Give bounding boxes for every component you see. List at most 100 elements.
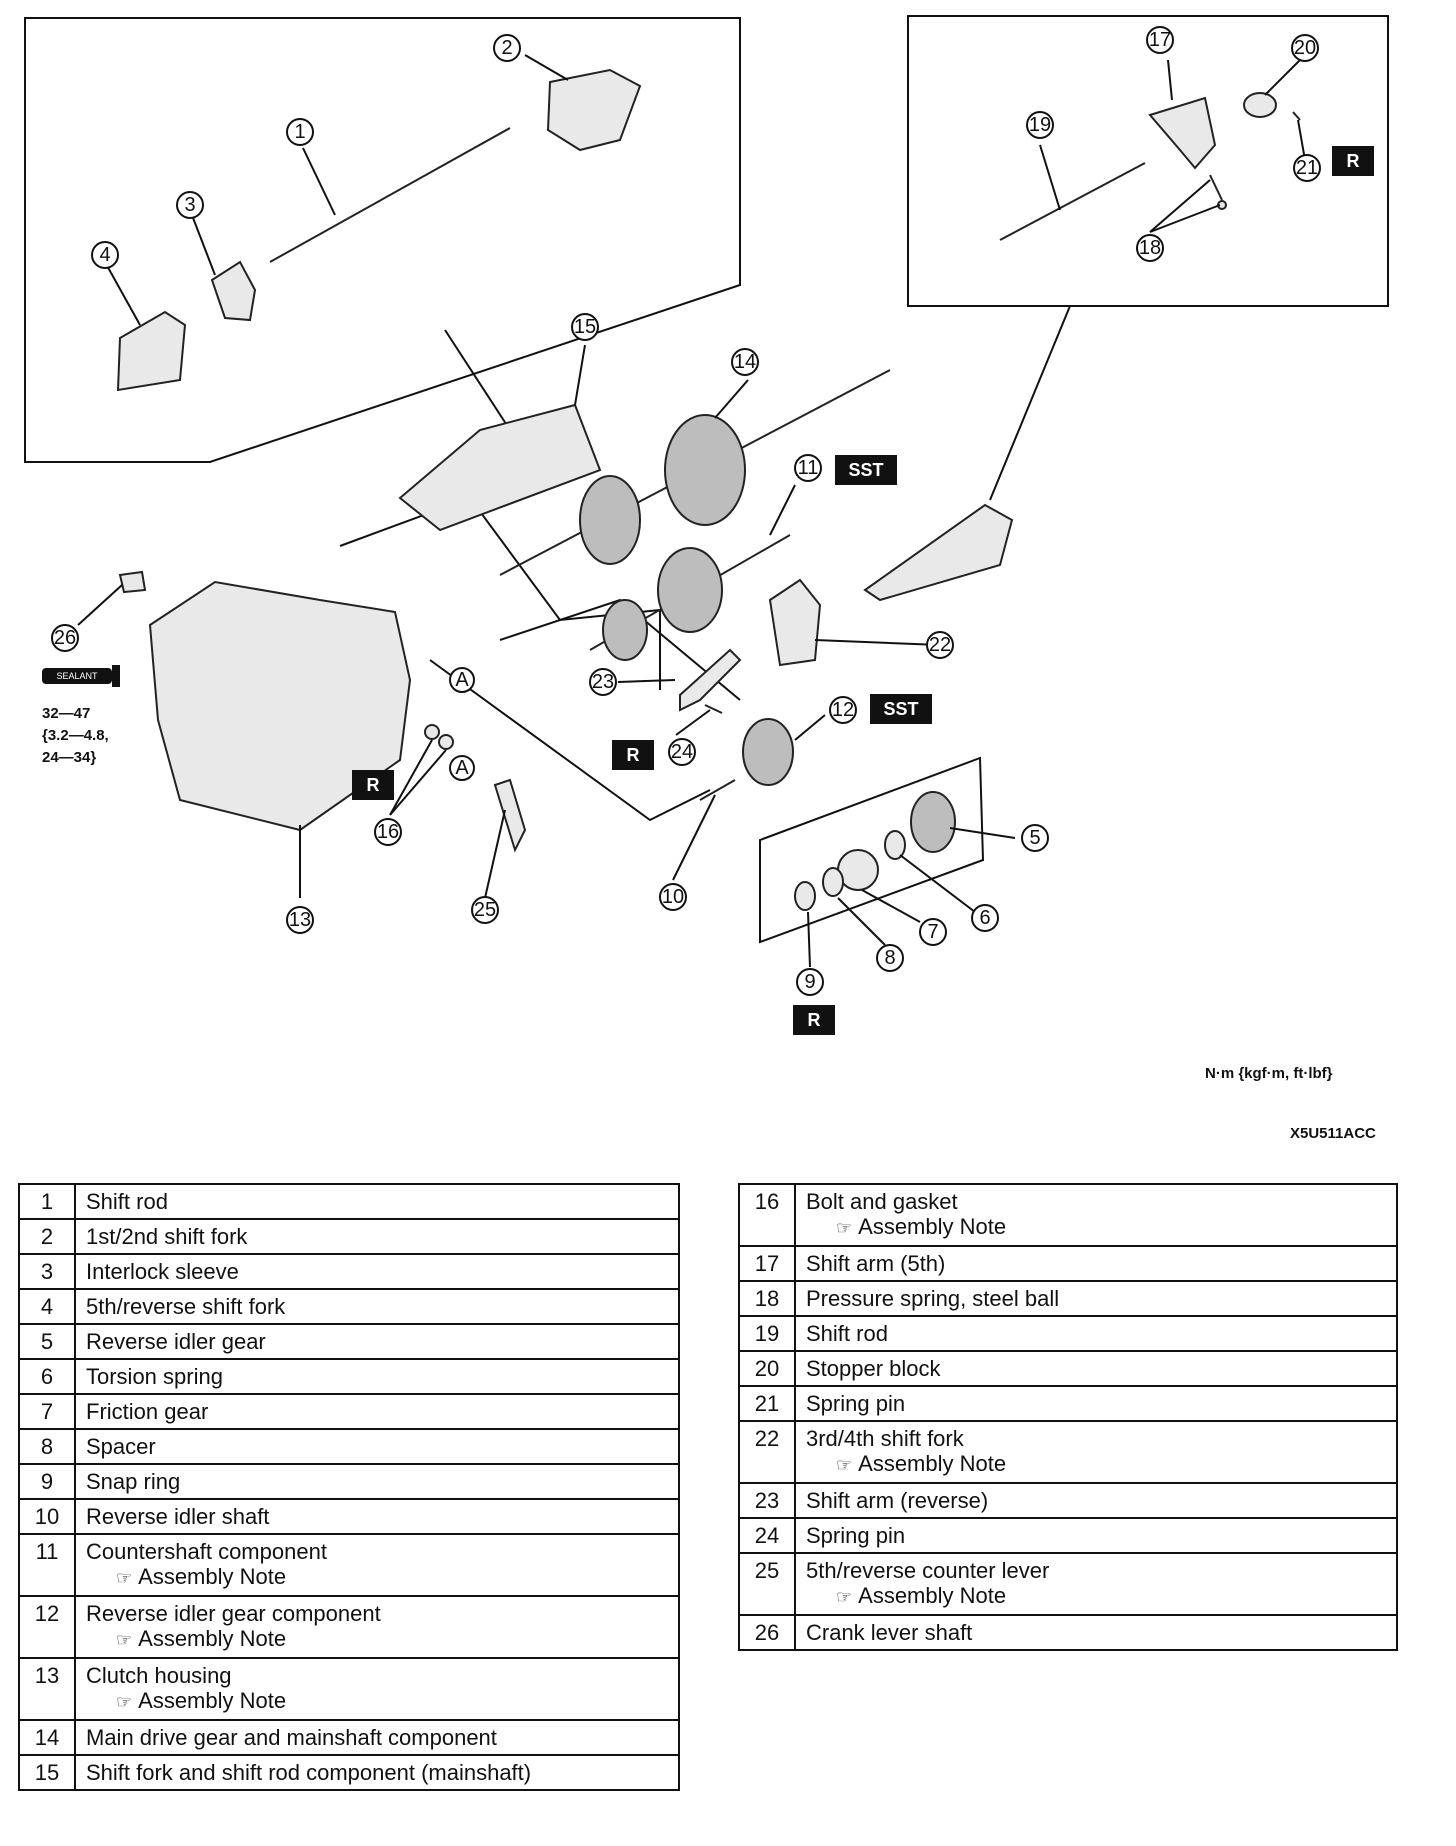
part-description: Shift rod	[86, 1189, 168, 1214]
assembly-note-label: Assembly Note	[858, 1214, 1007, 1239]
svg-text:A: A	[455, 669, 469, 691]
exploded-transmission-diagram: 1 2 3 4 5 6 7 8 9 10 11 12 13 14 15 16 1…	[24, 15, 1389, 1082]
callout-18: 18	[1136, 234, 1164, 262]
svg-text:23: 23	[592, 671, 614, 693]
reverse-idler-gear-part	[742, 718, 794, 786]
svg-text:1: 1	[294, 121, 305, 143]
legend-row: 21 Spring pin	[738, 1385, 1398, 1422]
r-tag: R	[352, 770, 394, 800]
assembly-note-label: Assembly Note	[138, 1564, 287, 1589]
shift-fork-part	[116, 310, 187, 392]
svg-text:R: R	[367, 775, 380, 795]
assembly-note-link[interactable]: ☞Assembly Note	[86, 1626, 668, 1653]
friction-gear-part	[837, 849, 879, 891]
countershaft-gear-part	[602, 599, 648, 661]
part-description: Shift rod	[806, 1321, 888, 1346]
assembly-note-label: Assembly Note	[858, 1451, 1007, 1476]
shift-fork-assembly-part	[398, 403, 602, 532]
shift-rod-part	[269, 127, 511, 263]
part-number: 18	[738, 1280, 796, 1317]
part-description: Shift arm (5th)	[806, 1251, 946, 1276]
connector-line	[444, 329, 511, 431]
part-description: 5th/reverse counter lever	[806, 1558, 1050, 1583]
assembly-note-link[interactable]: ☞Assembly Note	[806, 1214, 1386, 1241]
assembly-note-label: Assembly Note	[138, 1688, 287, 1713]
svg-text:8: 8	[884, 947, 895, 969]
shift-arm-assembly-part	[863, 503, 1014, 602]
part-description-cell: Friction gear	[74, 1393, 680, 1430]
callout-23: 23	[589, 668, 617, 696]
part-description-cell: Shift rod	[794, 1315, 1398, 1352]
svg-text:25: 25	[474, 899, 496, 921]
svg-text:11: 11	[798, 457, 819, 479]
part-description: Clutch housing	[86, 1663, 232, 1688]
part-description-cell: Interlock sleeve	[74, 1253, 680, 1290]
connector-line	[429, 659, 711, 822]
part-description: Spring pin	[806, 1391, 906, 1416]
part-number: 22	[738, 1420, 796, 1484]
svg-text:15: 15	[574, 316, 596, 338]
part-number: 6	[18, 1358, 76, 1395]
assembly-note-link[interactable]: ☞Assembly Note	[806, 1583, 1386, 1610]
svg-text:10: 10	[662, 886, 684, 908]
part-description: 3rd/4th shift fork	[806, 1426, 964, 1451]
callout-17: 17	[1146, 26, 1174, 54]
assembly-note-link[interactable]: ☞Assembly Note	[86, 1688, 668, 1715]
part-description-cell: Bolt and gasket☞Assembly Note	[794, 1183, 1398, 1247]
torque-value: {3.2—4.8,	[42, 727, 109, 744]
part-description-cell: Spring pin	[794, 1517, 1398, 1554]
callout-12: 12	[829, 696, 857, 724]
assembly-note-link[interactable]: ☞Assembly Note	[86, 1564, 668, 1591]
svg-text:5: 5	[1029, 827, 1040, 849]
connector-line	[989, 305, 1071, 501]
part-number: 21	[738, 1385, 796, 1422]
svg-text:3: 3	[184, 194, 195, 216]
spring-pin-part	[704, 704, 723, 714]
part-description-cell: Pressure spring, steel ball	[794, 1280, 1398, 1317]
part-description-cell: Stopper block	[794, 1350, 1398, 1387]
snap-ring-part	[794, 881, 816, 911]
svg-text:20: 20	[1294, 37, 1316, 59]
callout-26: 26	[51, 624, 79, 652]
part-description-cell: Spring pin	[794, 1385, 1398, 1422]
torque-value: 32—47	[42, 705, 90, 722]
svg-text:R: R	[808, 1010, 821, 1030]
part-description-cell: Shift arm (reverse)	[794, 1482, 1398, 1519]
part-description-cell: Reverse idler shaft	[74, 1498, 680, 1535]
part-description: Shift fork and shift rod component (main…	[86, 1760, 532, 1785]
part-description: Bolt and gasket	[806, 1189, 958, 1214]
torsion-spring-part	[884, 830, 906, 860]
callout-10: 10	[659, 883, 687, 911]
callout-15: 15	[571, 313, 599, 341]
svg-text:18: 18	[1139, 237, 1161, 259]
part-description: Reverse idler gear	[86, 1329, 266, 1354]
callout-5: 5	[1021, 824, 1049, 852]
part-description-cell: Shift arm (5th)	[794, 1245, 1398, 1282]
part-number: 8	[18, 1428, 76, 1465]
assembly-note-link[interactable]: ☞Assembly Note	[806, 1451, 1386, 1478]
svg-text:SST: SST	[883, 699, 918, 719]
bolt-part	[424, 724, 440, 740]
legend-row: 18 Pressure spring, steel ball	[738, 1280, 1398, 1317]
part-description: Spring pin	[806, 1523, 906, 1548]
callout-14: 14	[731, 348, 759, 376]
part-description: Pressure spring, steel ball	[806, 1286, 1060, 1311]
part-number: 16	[738, 1183, 796, 1247]
part-description: Reverse idler shaft	[86, 1504, 270, 1529]
part-description: Friction gear	[86, 1399, 209, 1424]
part-number: 9	[18, 1463, 76, 1500]
svg-text:6: 6	[979, 907, 990, 929]
callout-6: 6	[971, 904, 999, 932]
part-description: Reverse idler gear component	[86, 1601, 381, 1626]
